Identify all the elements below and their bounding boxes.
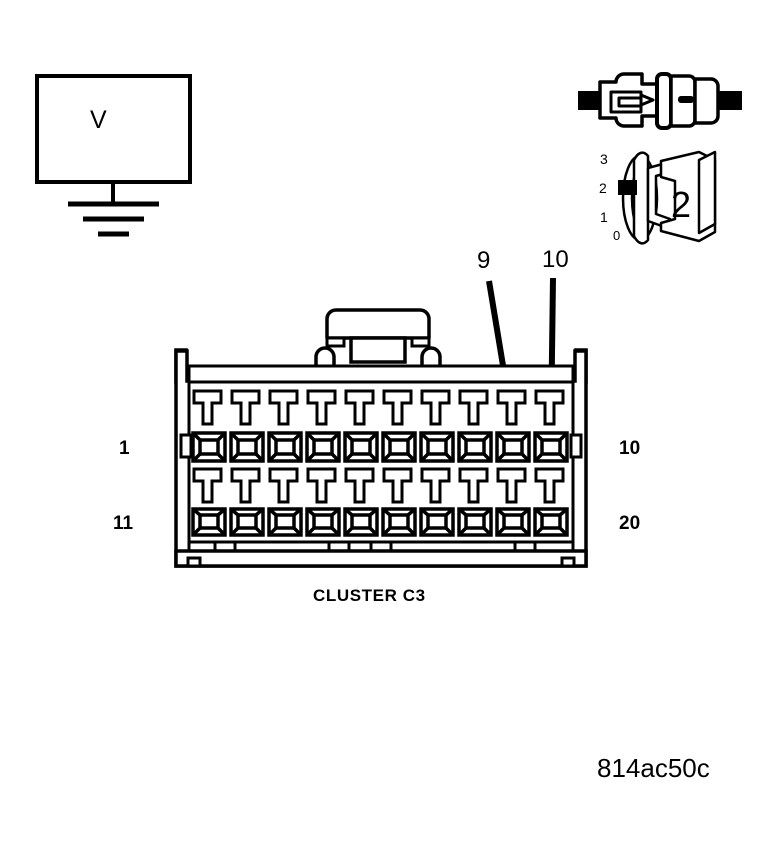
rotary-scale-0: 0 [613,228,621,243]
figure-code: 814ac50c [597,753,710,783]
rotary-scale-3: 3 [600,151,608,167]
callout-label-10: 10 [542,246,569,273]
cavity-top [191,431,569,463]
voltmeter-label: V [90,106,107,134]
cavity-key-top [192,389,565,426]
voltmeter-symbol [35,74,192,237]
connector-latch [314,308,442,384]
selector-marker [618,180,637,195]
rotary-scale-1: 1 [600,209,608,225]
rotary-knob-label: 2 [671,184,692,225]
pin-label-1: 1 [119,438,130,459]
pin-label-20: 20 [619,513,641,534]
cavity-key-bottom [192,467,565,504]
pin-label-11: 11 [113,513,134,534]
callout-label-9: 9 [477,247,491,274]
connector-caption: CLUSTER C3 [313,586,426,605]
inline-connector-icon [578,72,742,130]
rotary-scale-2: 2 [599,180,607,196]
cavity-9 [495,431,531,463]
rotary-selector-icon [618,150,717,245]
pin-label-10: 10 [619,438,641,459]
cavity-10 [533,431,569,463]
cavity-bottom [191,507,569,537]
connector-row-top [191,389,569,463]
ground-icon [68,201,159,237]
connector-row-bottom [191,467,569,537]
